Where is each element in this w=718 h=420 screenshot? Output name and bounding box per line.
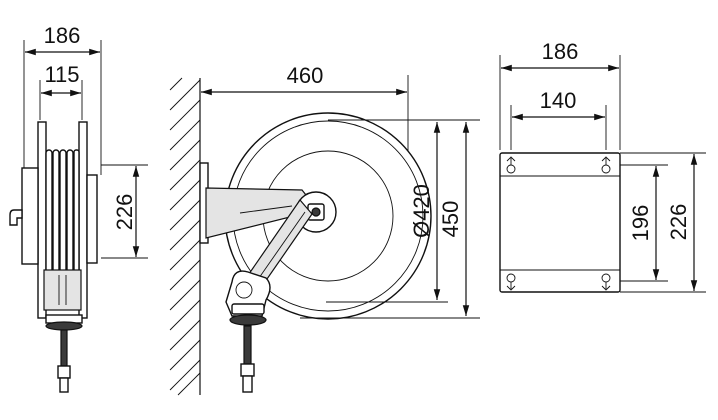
side-drum (43, 269, 82, 311)
dim-side-overall-width: 186 (44, 23, 81, 48)
dim-plate-width: 186 (542, 39, 579, 64)
side-view: 186 115 226 (9, 23, 148, 393)
side-mount-plate (21, 167, 39, 265)
dim-hole-spacing-v: 196 (628, 205, 653, 242)
wall-hatch (169, 77, 201, 396)
side-inlet-fitting (9, 209, 23, 226)
mounting-plate-view: 186 140 196 (499, 39, 706, 293)
keyhole-icon (601, 156, 611, 174)
keyhole-icon (506, 156, 516, 174)
front-view: 460 Ø420 450 (169, 63, 480, 396)
dim-front-reach: 460 (287, 63, 324, 88)
side-hose-nozzle (57, 365, 71, 379)
dim-side-height: 226 (112, 194, 137, 231)
side-rear-plate (86, 174, 98, 264)
dim-hole-spacing-h: 140 (540, 88, 577, 113)
dim-side-inner-width: 115 (44, 62, 79, 87)
keyhole-icon (601, 273, 611, 291)
dim-overall-height: 450 (438, 201, 463, 238)
front-hose (243, 325, 252, 365)
mounting-plate (499, 152, 621, 293)
keyhole-icon (506, 273, 516, 291)
dim-drum-diameter: Ø420 (409, 184, 434, 238)
front-hose-nozzle (240, 363, 255, 377)
dim-plate-height: 226 (666, 204, 691, 241)
